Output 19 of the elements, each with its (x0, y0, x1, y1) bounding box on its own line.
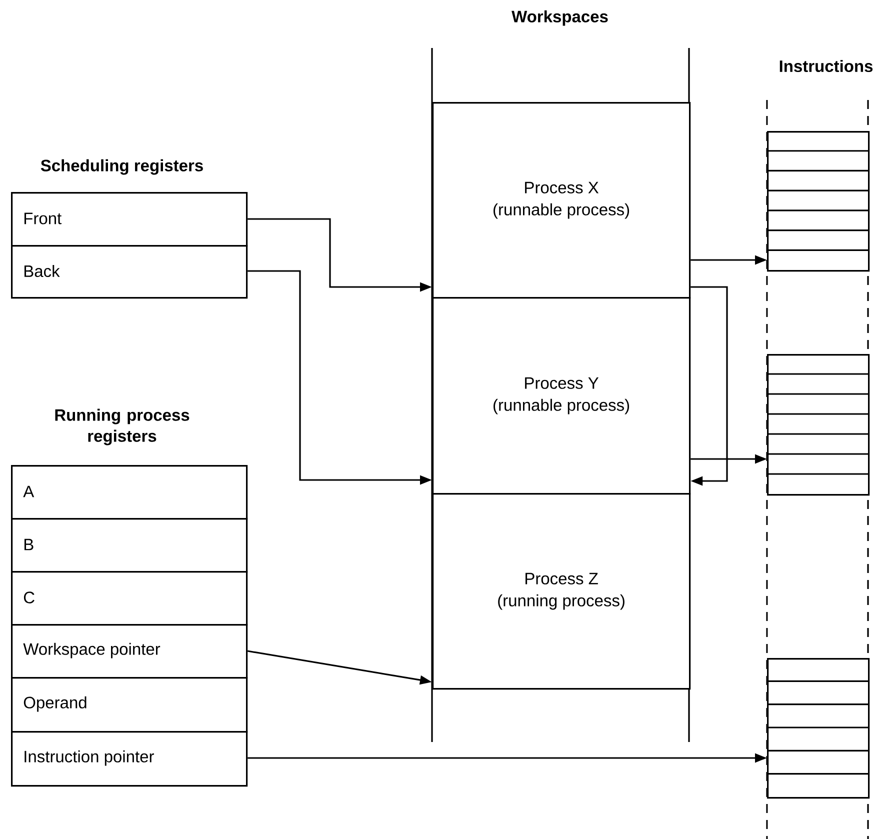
process-box: Process Y (runnable process) (432, 297, 691, 495)
heading: Scheduling registers (40, 159, 203, 175)
heading: Running process registers (55, 408, 190, 446)
register-box: Back (11, 245, 248, 299)
register-box: A (11, 465, 248, 520)
heading: Instructions (780, 60, 873, 72)
register-box: Operand (11, 677, 248, 733)
register-box: Workspace pointer (11, 624, 248, 679)
register-box: Front (11, 192, 248, 247)
instruction-block (767, 658, 870, 799)
register-box: Instruction pointer (11, 731, 248, 787)
instruction-block (767, 131, 870, 272)
register-box: B (11, 518, 248, 573)
process-box: Process X (runnable process) (432, 102, 691, 299)
heading: Workspaces (512, 10, 608, 26)
instruction-block (767, 354, 870, 496)
arrow (690, 286, 728, 486)
process-box: Process Z (running process) (432, 493, 691, 690)
register-box: C (11, 571, 248, 626)
